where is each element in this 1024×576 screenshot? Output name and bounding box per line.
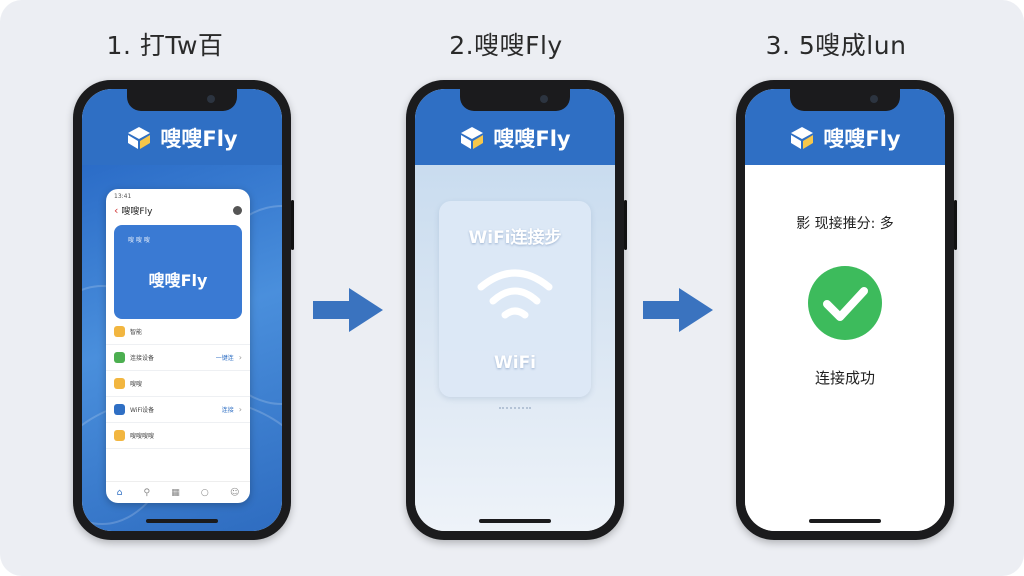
list-item[interactable]: WiFi设备 连接 › bbox=[106, 397, 250, 423]
row-icon bbox=[114, 352, 125, 363]
brand: 嗖嗖Fly bbox=[82, 123, 282, 153]
divider bbox=[499, 407, 531, 409]
list-item-label: 嗖嗖 bbox=[130, 381, 143, 388]
home-indicator bbox=[146, 519, 218, 523]
home-indicator bbox=[809, 519, 881, 523]
wifi-icon bbox=[477, 269, 553, 319]
phone-3-screen: 嗖嗖Fly 影 现接推分: 多 连接成功 bbox=[745, 89, 945, 531]
home-indicator bbox=[479, 519, 551, 523]
mini-nav-bar: ‹嗖嗖Fly bbox=[106, 201, 250, 219]
brand: 嗖嗖Fly bbox=[415, 123, 615, 153]
phone-1-screen: 嗖嗖Fly 13:41 ‹嗖嗖Fly 嗖 嗖 嗖 嗖嗖Fly 智能 bbox=[82, 89, 282, 531]
list-item-label: 智能 bbox=[130, 329, 143, 336]
wifi-card-title: WiFi连接步 bbox=[468, 228, 562, 248]
list-item-label: 嗖嗖嗖嗖 bbox=[130, 433, 155, 440]
app-name: 嗖嗖Fly bbox=[823, 127, 901, 151]
app-header: 嗖嗖Fly bbox=[415, 89, 615, 165]
list-item-tag: 一键连 bbox=[215, 355, 234, 362]
list-item-label: 连接设备 bbox=[130, 355, 155, 362]
mini-nav-title: 嗖嗖Fly bbox=[121, 206, 153, 217]
list-item[interactable]: 嗖嗖 bbox=[106, 371, 250, 397]
list-item[interactable]: 嗖嗖嗖嗖 bbox=[106, 423, 250, 449]
menu-icon[interactable] bbox=[233, 205, 242, 215]
phone-2-screen: 嗖嗖Fly WiFi连接步 WiFi bbox=[415, 89, 615, 531]
wifi-connect-card[interactable]: WiFi连接步 WiFi bbox=[439, 201, 591, 397]
logo-icon bbox=[791, 127, 814, 149]
chat-icon[interactable]: ○ bbox=[200, 487, 209, 498]
status-prompt: 影 现接推分: 多 bbox=[796, 216, 894, 232]
list-item[interactable]: 连接设备 一键连 › bbox=[106, 345, 250, 371]
row-icon bbox=[114, 404, 125, 415]
phone-step-3: 嗖嗖Fly 影 现接推分: 多 连接成功 bbox=[736, 80, 957, 540]
list-item-tag: 连接 bbox=[221, 407, 234, 414]
mini-app-screenshot: 13:41 ‹嗖嗖Fly 嗖 嗖 嗖 嗖嗖Fly 智能 连接设备 一键连 bbox=[106, 189, 250, 503]
phone-step-1: 嗖嗖Fly 13:41 ‹嗖嗖Fly 嗖 嗖 嗖 嗖嗖Fly 智能 bbox=[73, 80, 294, 540]
grid-icon[interactable]: ▦ bbox=[171, 487, 180, 498]
app-name: 嗖嗖Fly bbox=[160, 127, 238, 151]
mini-tab-bar: ⌂ ⚲ ▦ ○ ☺ bbox=[106, 481, 250, 503]
arrow-right-icon bbox=[643, 288, 713, 332]
notch bbox=[127, 89, 237, 111]
list-item-label: WiFi设备 bbox=[130, 407, 155, 414]
chevron-right-icon: › bbox=[238, 405, 242, 414]
chevron-right-icon: › bbox=[238, 353, 242, 362]
phone-3-body bbox=[745, 165, 945, 531]
arrow-right-icon bbox=[313, 288, 383, 332]
search-icon[interactable]: ⚲ bbox=[143, 487, 151, 498]
app-header: 嗖嗖Fly bbox=[745, 89, 945, 165]
logo-icon bbox=[461, 127, 484, 149]
home-icon[interactable]: ⌂ bbox=[116, 487, 123, 498]
wifi-card-label: WiFi bbox=[493, 353, 537, 373]
mini-card-subtitle: 嗖 嗖 嗖 bbox=[128, 237, 150, 244]
user-icon[interactable]: ☺ bbox=[229, 487, 240, 498]
notch bbox=[460, 89, 570, 111]
step-2-title: 2.嗖嗖Fly bbox=[449, 31, 563, 60]
back-icon[interactable]: ‹ bbox=[114, 203, 119, 217]
mini-hero-card[interactable]: 嗖 嗖 嗖 嗖嗖Fly bbox=[114, 225, 242, 319]
list-item[interactable]: 智能 bbox=[106, 319, 250, 345]
brand: 嗖嗖Fly bbox=[745, 123, 945, 153]
row-icon bbox=[114, 326, 125, 337]
app-name: 嗖嗖Fly bbox=[493, 127, 571, 151]
check-icon bbox=[808, 266, 882, 340]
notch bbox=[790, 89, 900, 111]
success-message: 连接成功 bbox=[814, 369, 875, 387]
row-icon bbox=[114, 378, 125, 389]
mini-status-time: 13:41 bbox=[114, 193, 132, 200]
step-1-title: 1. 打Tw百 bbox=[106, 31, 224, 60]
mini-card-title: 嗖嗖Fly bbox=[148, 271, 208, 290]
step-3-title: 3. 5嗖成lun bbox=[765, 31, 907, 60]
phone-step-2: 嗖嗖Fly WiFi连接步 WiFi bbox=[406, 80, 627, 540]
logo-icon bbox=[128, 127, 151, 149]
row-icon bbox=[114, 430, 125, 441]
